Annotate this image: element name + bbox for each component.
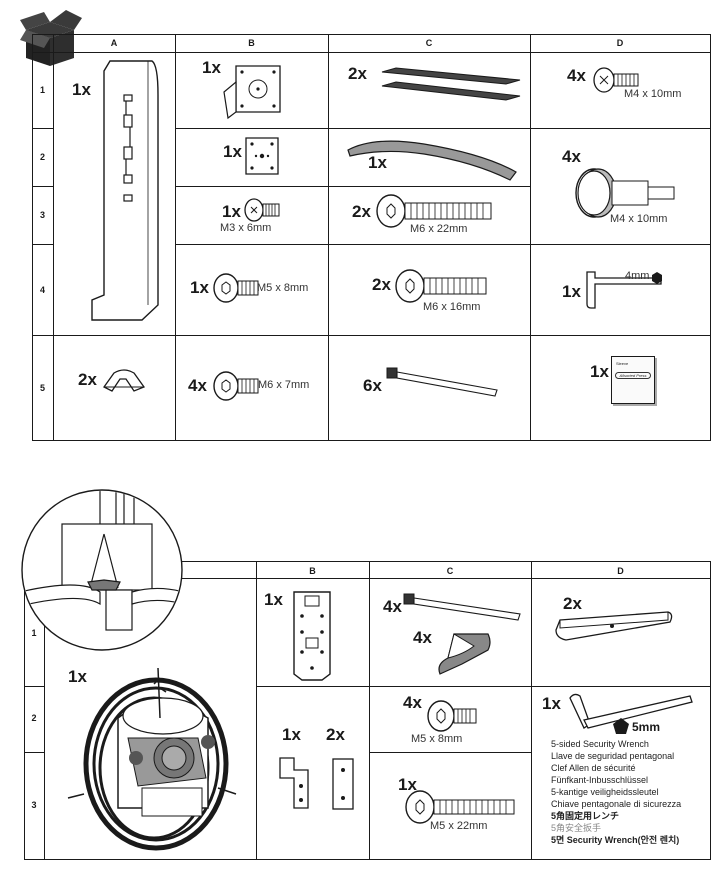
hexagon-icon	[652, 272, 662, 284]
short-bracket-image	[332, 758, 354, 810]
cable-tie-b-image	[403, 593, 521, 621]
screw-m6-16-label: M6 x 16mm	[423, 301, 481, 313]
allen-key-4mm-label: 4mm	[625, 270, 650, 282]
cable-tie-qty: 6x	[363, 376, 382, 395]
screw-m5-8b-qty: 4x	[403, 693, 422, 712]
row-header-4: 4	[39, 285, 45, 295]
cable-lock-qty: 1x	[68, 667, 87, 686]
screw-m6-7-qty: 4x	[188, 376, 207, 395]
column-header-a: A	[110, 38, 118, 48]
mount-plate-image	[245, 137, 279, 175]
column-header-c: C	[425, 38, 433, 48]
vesa-bracket-qty: 1x	[202, 58, 221, 77]
thumb-screw-label: M4 x 10mm	[610, 213, 668, 225]
wrench-name-en: 5-sided Security Wrench	[551, 739, 649, 749]
detail-inset-image	[21, 489, 183, 651]
screw-m4-10-label: M4 x 10mm	[624, 88, 682, 100]
row-header-1: 1	[39, 85, 45, 95]
screw-m5-8b-image	[427, 700, 477, 732]
screw-m6-22-image	[376, 194, 492, 228]
wrench-name-ko: 5면 Security Wrench(안전 렌치)	[551, 835, 680, 845]
screw-m6-16-image	[395, 269, 487, 303]
screw-m5-8-qty: 1x	[190, 278, 209, 297]
column-header-c2: C	[446, 566, 454, 576]
cable-clip-image	[103, 369, 146, 392]
adhesive-pad-qty: 4x	[413, 628, 432, 647]
post-qty: 1x	[72, 80, 91, 99]
row-header-3: 3	[39, 210, 45, 220]
table-top-grid	[32, 34, 711, 441]
screw-m5-22-image	[405, 790, 515, 824]
wrench-name-de: Fünfkant-Inbusschlüssel	[551, 775, 649, 785]
screw-m3-image	[244, 198, 280, 222]
row-header-b1: 1	[31, 628, 37, 638]
wrench-name-es: Llave de seguridad pentagonal	[551, 751, 675, 761]
packet-text: Sleeve	[616, 361, 629, 366]
column-header-d2: D	[617, 566, 624, 576]
row-header-5: 5	[39, 383, 45, 393]
row-header-2: 2	[39, 152, 45, 162]
wrench-name-fr: Clef Allen de sécurité	[551, 763, 636, 773]
column-header-b2: B	[309, 566, 316, 576]
mount-plate-qty: 1x	[223, 142, 242, 161]
cable-tie-b-qty: 4x	[383, 597, 402, 616]
packet-logo: Allsorted Press	[615, 372, 651, 379]
wrench-name-nl: 5-kantige veiligheidssleutel	[551, 787, 659, 797]
security-wrench-size: 5mm	[632, 720, 661, 734]
cable-tie-image	[386, 367, 498, 397]
strap-qty: 1x	[368, 153, 387, 172]
screw-m4-10-image	[593, 67, 639, 93]
packet-qty: 1x	[590, 362, 609, 381]
wrench-name-it: Chiave pentagonale di sicurezza	[551, 799, 682, 809]
long-bracket-qty: 1x	[282, 725, 301, 744]
row-header-b3: 3	[31, 800, 37, 810]
column-header-d: D	[616, 38, 624, 48]
cable-lock-image	[67, 667, 237, 851]
short-bracket-qty: 2x	[326, 725, 345, 744]
adapter-plate-qty: 1x	[264, 590, 283, 609]
cable-clip-qty: 2x	[78, 370, 97, 389]
long-bracket-image	[279, 757, 309, 809]
instruction-packet-image: Sleeve Allsorted Press	[611, 356, 655, 404]
screw-m5-22-label: M5 x 22mm	[430, 820, 488, 832]
cover-bar-qty: 2x	[563, 594, 582, 613]
screw-m3-label: M3 x 6mm	[220, 222, 272, 234]
allen-key-4mm-qty: 1x	[562, 282, 581, 301]
security-wrench-image	[569, 693, 693, 729]
screw-m6-16-qty: 2x	[372, 275, 391, 294]
screw-m6-7-image	[213, 371, 259, 401]
cover-bar-image	[555, 611, 673, 641]
column-header-b: B	[248, 38, 255, 48]
screw-m6-7-label: M6 x 7mm	[258, 379, 310, 391]
row-header-b2: 2	[31, 713, 37, 723]
adhesive-strips-qty: 2x	[348, 64, 367, 83]
security-wrench-qty: 1x	[542, 694, 561, 713]
wrench-name-ja: 5角固定用レンチ	[551, 811, 620, 821]
screw-m4-10-qty: 4x	[567, 66, 586, 85]
screw-m5-8-image	[213, 273, 259, 303]
screw-m5-8-label: M5 x 8mm	[257, 282, 309, 294]
adhesive-pad-image	[438, 633, 491, 675]
screw-m3-qty: 1x	[222, 202, 241, 221]
vesa-bracket-image	[223, 65, 281, 120]
screw-m6-22-label: M6 x 22mm	[410, 223, 468, 235]
mounting-post-image	[91, 60, 159, 321]
thumb-screw-image	[575, 168, 675, 218]
adhesive-strips-image	[381, 67, 521, 101]
screw-m5-22-qty: 1x	[398, 775, 417, 794]
wrench-name-zh: 5角安全扳手	[551, 823, 602, 833]
thumb-screw-qty: 4x	[562, 147, 581, 166]
screw-m5-8b-label: M5 x 8mm	[411, 733, 463, 745]
strap-image	[347, 140, 517, 181]
screw-m6-22-qty: 2x	[352, 202, 371, 221]
adapter-plate-image	[293, 591, 331, 681]
pentagon-icon	[613, 718, 629, 734]
